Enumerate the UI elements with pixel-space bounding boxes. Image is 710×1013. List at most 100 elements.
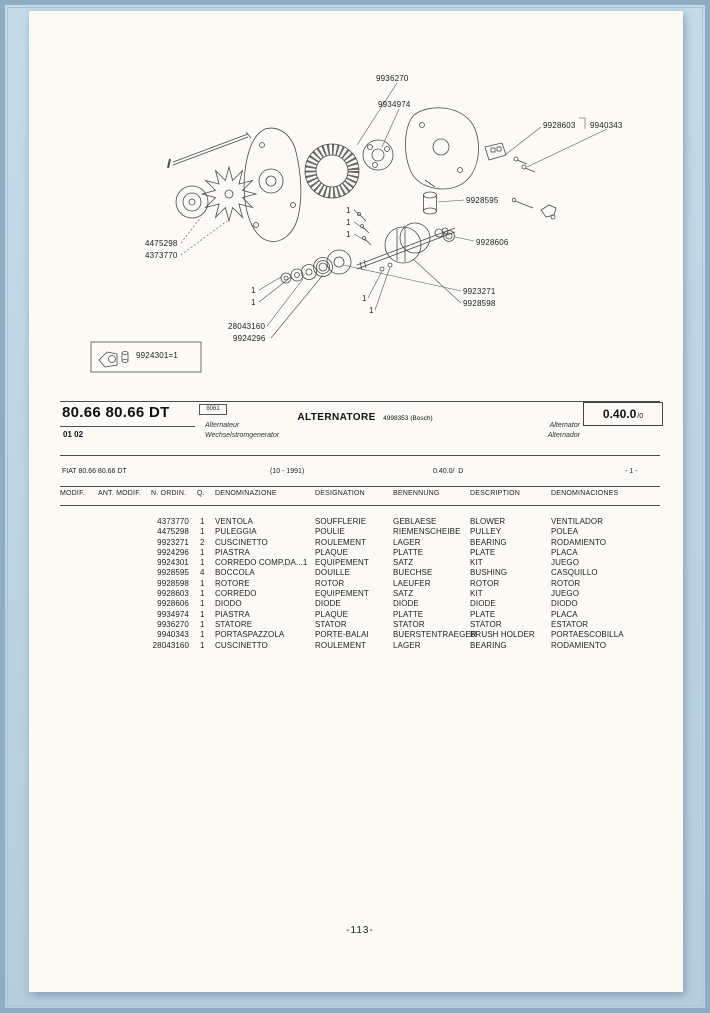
kit-box (90, 341, 202, 373)
column-header: ANT. MODIF. (98, 490, 142, 497)
cell: DIODO (551, 599, 578, 609)
paper-sheet (29, 11, 683, 992)
part-number: 9928606 (157, 599, 189, 609)
title-translations-right: Alternator Alternador (510, 421, 580, 441)
subheader-pageref: - 1 - (625, 468, 638, 475)
column-header: DENOMINAZIONE (215, 490, 277, 497)
cell: PLATE (470, 547, 496, 557)
part-number: 9924301 (157, 558, 189, 568)
cell (60, 548, 98, 558)
cell: DIODE (393, 599, 419, 609)
brush-holder-part (484, 142, 557, 220)
cell: LAEUFER (393, 578, 431, 588)
section-ref: 0.40.0 (602, 407, 637, 421)
part-callout: 9934974 (378, 100, 411, 109)
part-number: 9936270 (157, 619, 189, 629)
cell (98, 548, 151, 558)
cell: EQUIPEMENT (315, 589, 369, 599)
cell: 2 (200, 537, 205, 547)
part-callout: 4475298 (145, 239, 178, 248)
cell: PIASTRA (215, 547, 250, 557)
part-number: 9928595 (157, 568, 189, 578)
cell: 1 (200, 558, 205, 568)
cell (60, 538, 98, 548)
part-callout: 9928598 (463, 299, 496, 308)
cell: PLATE (470, 609, 496, 619)
cell: STATOR (470, 619, 502, 629)
part-number: 9928598 (157, 578, 189, 588)
cell (60, 517, 98, 527)
cell: PULLEY (470, 527, 502, 537)
cell: PLATTE (393, 547, 424, 557)
cell: PLAQUE (315, 547, 349, 557)
subheader-section: 0.40.0/ D (433, 468, 464, 475)
column-header: N. ORDIN. (151, 490, 187, 497)
divider (60, 486, 660, 487)
title-es: Alternador (547, 432, 580, 439)
cell: ROTOR (315, 578, 345, 588)
column-header: DESCRIPTION (470, 490, 521, 497)
part-number: 9923271 (157, 537, 189, 547)
divider (60, 505, 660, 506)
cell: PLACA (551, 609, 578, 619)
cell: ROULEMENT (315, 537, 367, 547)
part-callout: 1 (251, 298, 256, 307)
divider (60, 455, 660, 456)
cell (60, 599, 98, 609)
supplier-code-box: 8061 (199, 404, 227, 415)
cell: DOUILLE (315, 568, 350, 578)
part-callout: 9928595 (466, 196, 499, 205)
part-callout: 9924301=1 (136, 351, 179, 360)
cell (60, 641, 98, 651)
title-fr: Alternateur (205, 422, 240, 429)
cell (60, 589, 98, 599)
cell (98, 527, 151, 537)
part-number: 9924296 (157, 547, 189, 557)
cell: SATZ (393, 558, 414, 568)
cell: 1 (200, 599, 205, 609)
title-en: Alternator (549, 422, 580, 429)
part-callout: 1 (346, 206, 351, 215)
cell (98, 538, 151, 548)
cell: STATOR (393, 619, 425, 629)
cell: BUECHSE (393, 568, 433, 578)
cell: ROTORE (215, 578, 250, 588)
column-header: DENOMINACIONES (551, 490, 619, 497)
part-callout: 9928606 (476, 238, 509, 247)
cell (98, 579, 151, 589)
cell (98, 630, 151, 640)
cell (98, 568, 151, 578)
cell: EQUIPEMENT (315, 558, 369, 568)
section-ref-box: 0.40.0/0 (583, 402, 663, 426)
part-number: 28043160 (152, 640, 189, 650)
part-callout: 1 (346, 218, 351, 227)
cell: BOCCOLA (215, 568, 255, 578)
section-title-text: ALTERNATORE (297, 412, 376, 423)
column-header: MODIF. (60, 490, 85, 497)
part-callout: 9936270 (376, 74, 409, 83)
subheader-date: (10 - 1991) (270, 468, 305, 475)
cell: CORREDO (215, 589, 257, 599)
cell: ROTOR (551, 578, 581, 588)
cell: 1 (200, 609, 205, 619)
divider (60, 401, 660, 402)
subheader-model: FIAT 80.66 80.66 DT (62, 468, 127, 475)
title-de: Wechselstromgenerator (205, 432, 280, 439)
cell: 1 (200, 517, 205, 526)
cell: 1 (200, 527, 205, 537)
cell: 1 (200, 640, 205, 650)
cell: VENTOLA (215, 517, 253, 526)
part-callout: 1 (362, 294, 367, 303)
column-header: BENENNUNG (393, 490, 440, 497)
cell: PLAQUE (315, 609, 349, 619)
cell: POULIE (315, 527, 345, 537)
cell: CORREDO COMP.DA...1 (215, 558, 308, 568)
cell: RIEMENSCHEIBE (393, 527, 461, 537)
cell: STATOR (315, 619, 347, 629)
cell (98, 517, 151, 527)
cell (60, 568, 98, 578)
part-callout: 9924296 (233, 334, 266, 343)
cell: KIT (470, 589, 483, 599)
cell: BUERSTENTRAEGER (393, 630, 477, 640)
cell: BLOWER (470, 517, 506, 526)
